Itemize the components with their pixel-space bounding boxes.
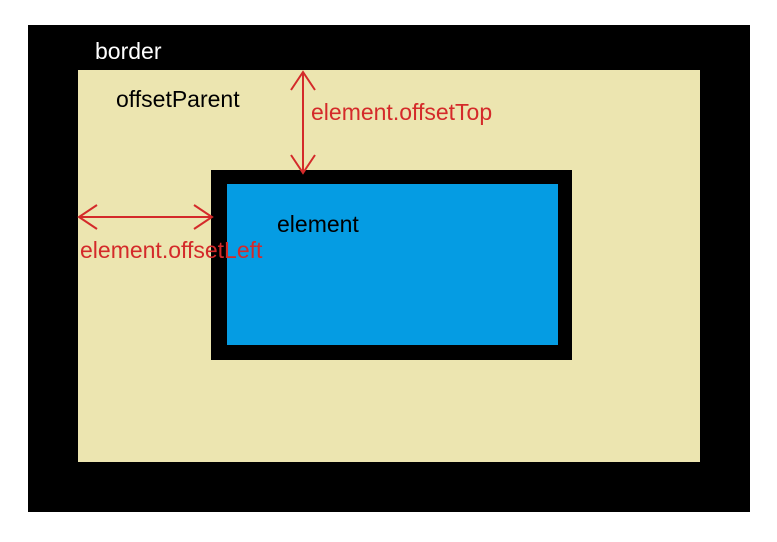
element-label: element [277, 211, 359, 237]
offset-left-label: element.offsetLeft [80, 237, 263, 263]
element-box [211, 170, 572, 360]
offset-parent-label: offsetParent [116, 86, 240, 112]
border-label: border [95, 38, 162, 64]
element-content-area [227, 184, 558, 345]
offset-top-label: element.offsetTop [311, 99, 493, 125]
